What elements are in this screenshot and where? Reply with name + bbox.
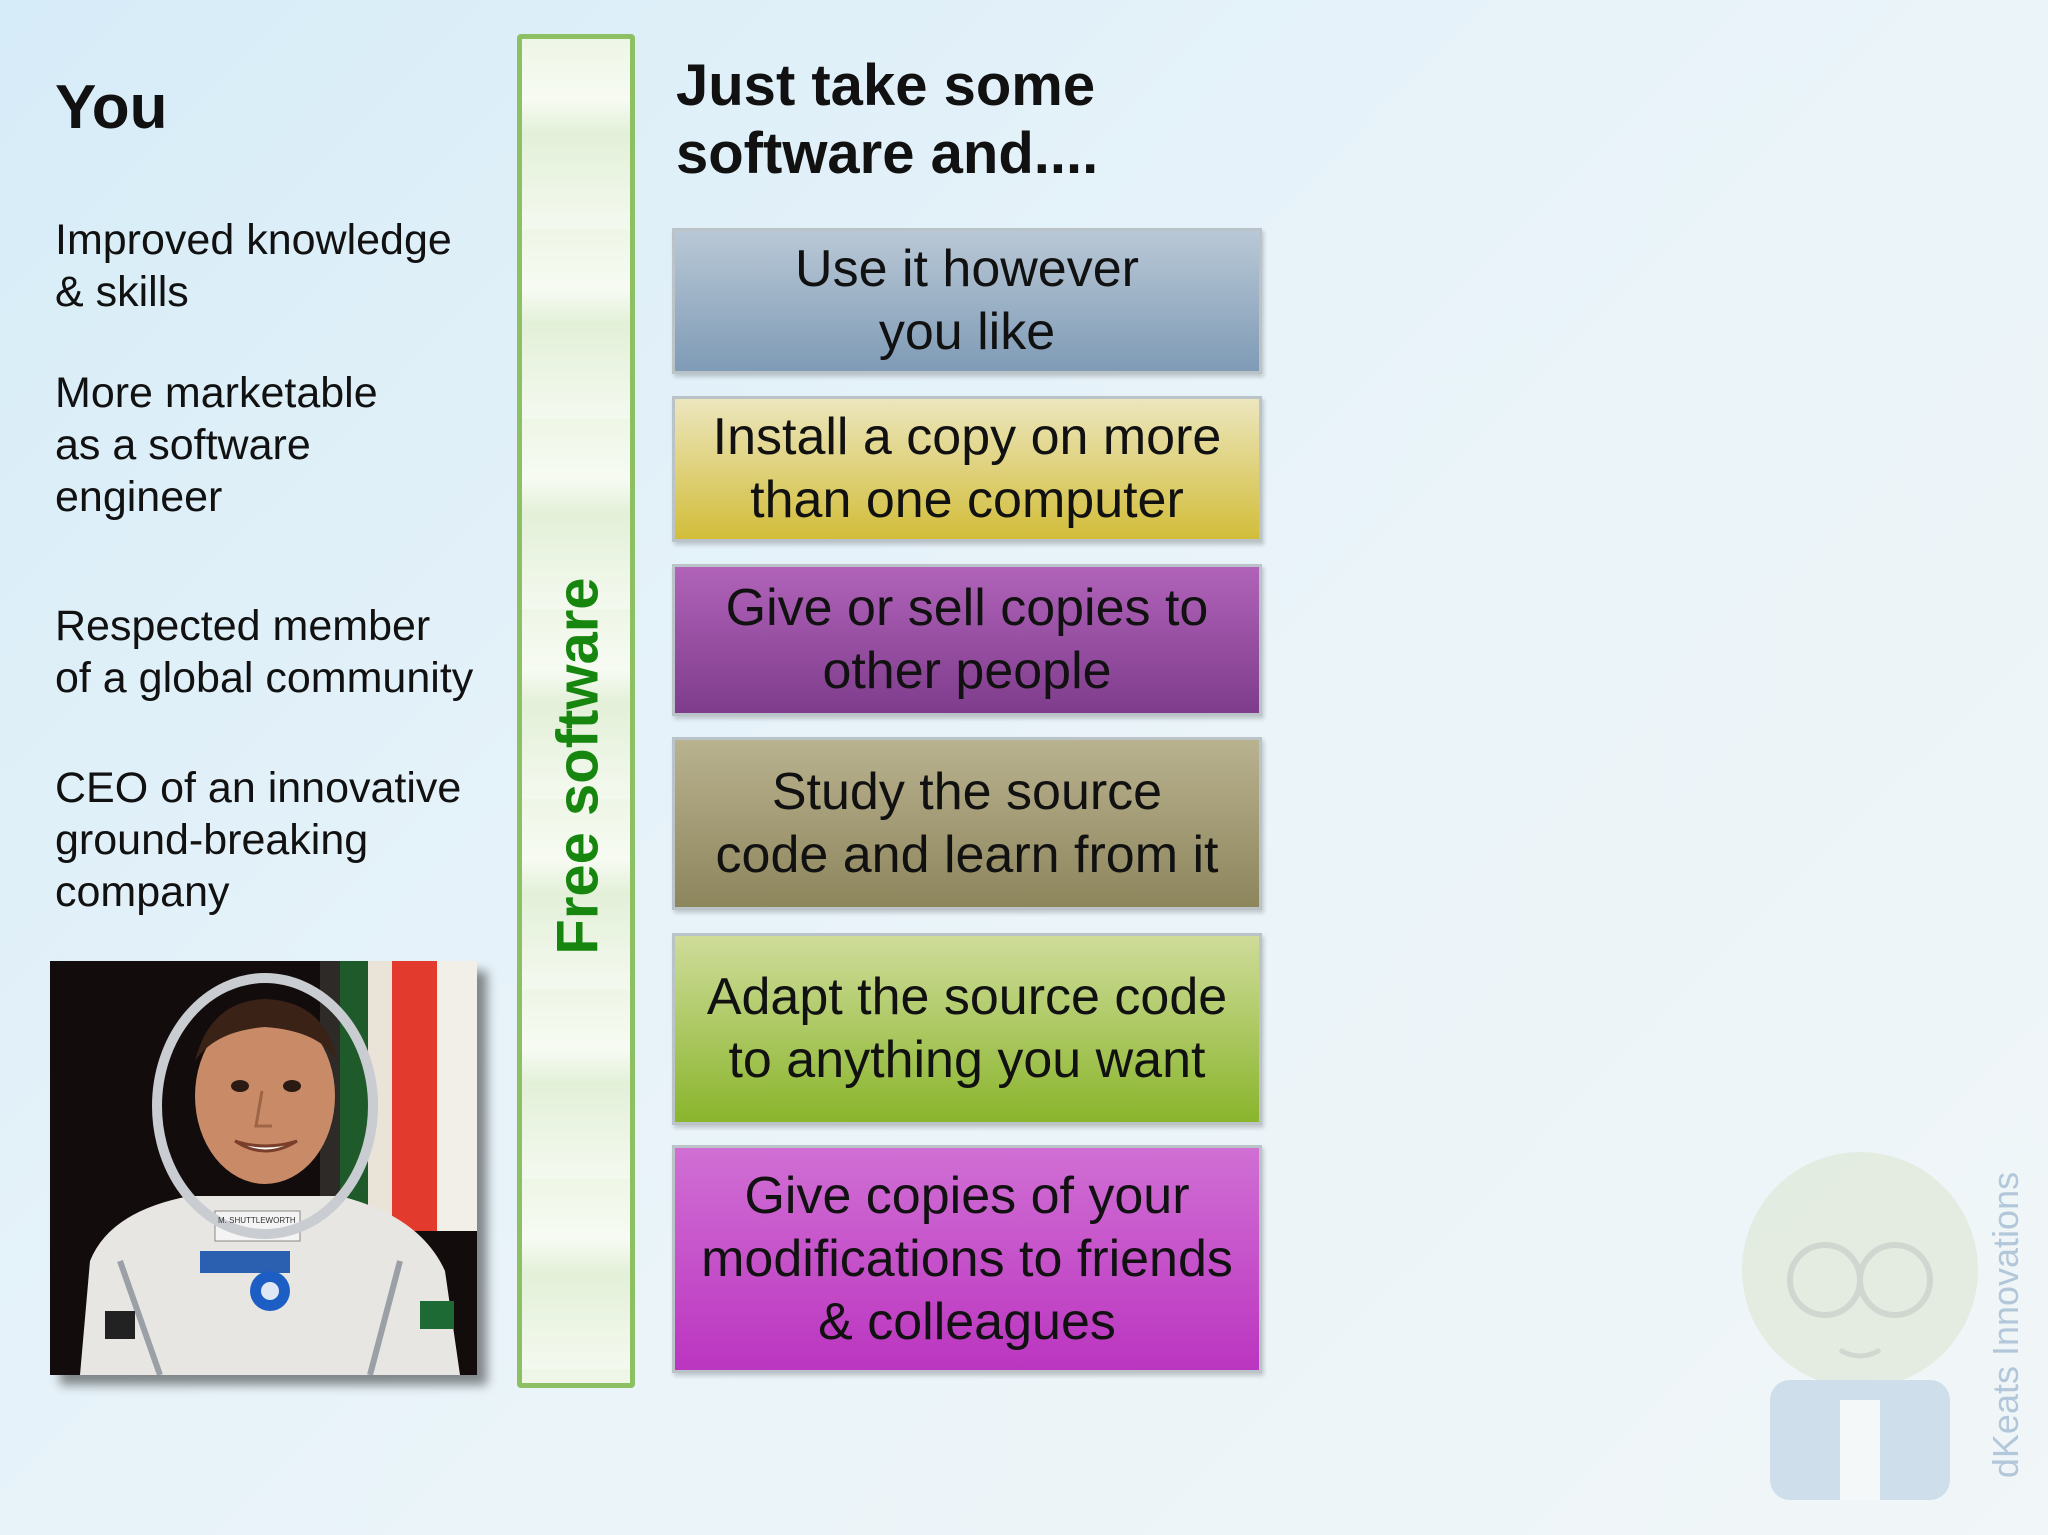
benefit-marketable: More marketable as a software engineer: [55, 369, 378, 521]
astronaut-illustration: M. SHUTTLEWORTH: [50, 961, 477, 1375]
free-software-band: [517, 34, 635, 1388]
benefit-ceo: CEO of an innovative ground-breaking com…: [55, 764, 462, 916]
free-software-label: Free software: [545, 577, 611, 955]
you-title: You: [55, 73, 168, 142]
freedom-share-modifications: Give copies of your modifications to fri…: [672, 1145, 1262, 1373]
freedom-study: Study the source code and learn from it: [672, 737, 1262, 910]
watermark-text: dKeats Innovations: [1985, 1171, 2026, 1479]
benefit-knowledge: Improved knowledge & skills: [55, 216, 452, 316]
freedom-use: Use it however you like: [672, 228, 1262, 374]
freedom-install: Install a copy on more than one computer: [672, 396, 1262, 542]
watermark-character: [1730, 1140, 1990, 1520]
name-patch: M. SHUTTLEWORTH: [218, 1216, 296, 1225]
freedom-give-sell: Give or sell copies to other people: [672, 564, 1262, 716]
right-heading: Just take some software and....: [676, 53, 1099, 186]
freedom-adapt: Adapt the source code to anything you wa…: [672, 933, 1262, 1125]
benefit-community: Respected member of a global community: [55, 602, 474, 702]
astronaut-photo: M. SHUTTLEWORTH: [50, 961, 477, 1375]
